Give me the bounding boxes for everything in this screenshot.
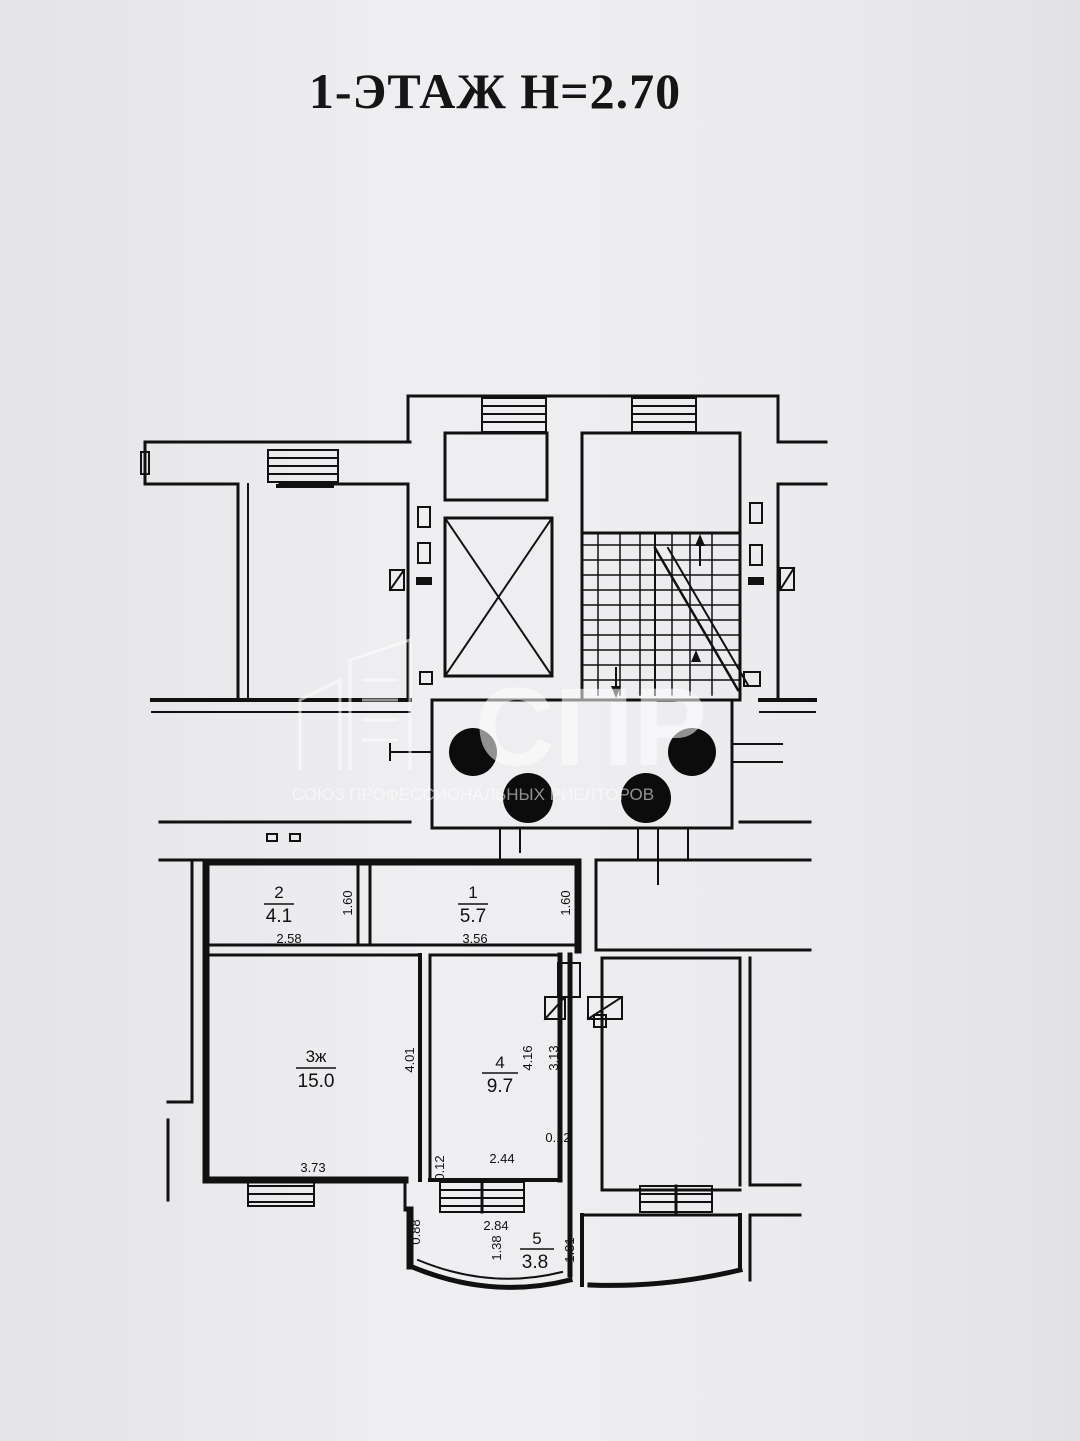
window-right-neighbour: [639, 1184, 713, 1214]
right-neighbour: [580, 956, 802, 1288]
room-2-area: 4.1: [266, 906, 292, 927]
lobby: [389, 698, 783, 885]
dim-room-3-depth: 4.01: [402, 1047, 417, 1072]
room-2-number: 2: [274, 883, 283, 902]
balcony: [403, 1178, 574, 1290]
room-3-number: 3ж: [306, 1047, 327, 1066]
dim-wall-niche: 0.12: [545, 1130, 570, 1145]
dim-balcony-side: 0.88: [408, 1219, 423, 1244]
corridor-walls: [158, 820, 812, 1202]
dimension-labels: 2.58 1.60 3.56 1.60 4.01 3.73 4.16 3.13 …: [276, 890, 577, 1262]
dim-room-2-width: 2.58: [276, 931, 301, 946]
room-4-number: 4: [495, 1053, 504, 1072]
floor-title: 1-ЭТАЖ H=2.70: [308, 63, 682, 119]
dim-room-5-depth-left: 1.38: [489, 1235, 504, 1260]
dim-room-3-width: 3.73: [300, 1160, 325, 1175]
stairwell: [580, 431, 750, 702]
stair-arrows: [611, 534, 705, 698]
window-top-left: [267, 449, 339, 488]
dim-room-4-depth: 4.16: [520, 1045, 535, 1070]
window-room-3: [247, 1177, 315, 1207]
room-3-area: 15.0: [298, 1071, 335, 1092]
machine-room: [443, 431, 549, 502]
dim-room-4-niche: 3.13: [546, 1045, 561, 1070]
watermark: СПР СОЮЗ ПРОФЕССИОНАЛЬНЫХ РИЕЛТОРОВ: [292, 637, 707, 804]
core-outer-walls: [406, 394, 828, 713]
lobby-columns: [449, 728, 716, 823]
room-4-area: 9.7: [487, 1076, 513, 1097]
dim-room-5-depth-right: 1.31: [562, 1237, 577, 1262]
dim-room-1-depth: 1.60: [558, 890, 573, 915]
room-1-number: 1: [468, 883, 477, 902]
dim-room-2-depth: 1.60: [340, 890, 355, 915]
window-core-left: [481, 397, 547, 433]
elevator-shaft: [443, 516, 554, 678]
watermark-caption: СОЮЗ ПРОФЕССИОНАЛЬНЫХ РИЕЛТОРОВ: [292, 785, 654, 804]
watermark-building-icon: [298, 637, 412, 770]
watermark-logo-text: СПР: [475, 666, 707, 789]
room-5-number: 5: [532, 1229, 541, 1248]
room-5-area: 3.8: [522, 1252, 548, 1273]
apartment-partitions: [208, 864, 581, 1278]
dim-room-4-width: 2.44: [489, 1151, 514, 1166]
room-1-area: 5.7: [460, 906, 486, 927]
room-labels: 2 4.1 1 5.7 3ж 15.0 4 9.7 5 3.8: [264, 883, 554, 1273]
window-core-right: [631, 397, 697, 433]
core-shafts: [388, 502, 796, 687]
dim-room-5-width: 2.84: [483, 1218, 508, 1233]
dim-door-offset: 0.12: [432, 1155, 447, 1180]
balcony-door: [439, 1180, 525, 1214]
apartment-outline: [202, 858, 582, 1184]
dim-room-1-width: 3.56: [462, 931, 487, 946]
